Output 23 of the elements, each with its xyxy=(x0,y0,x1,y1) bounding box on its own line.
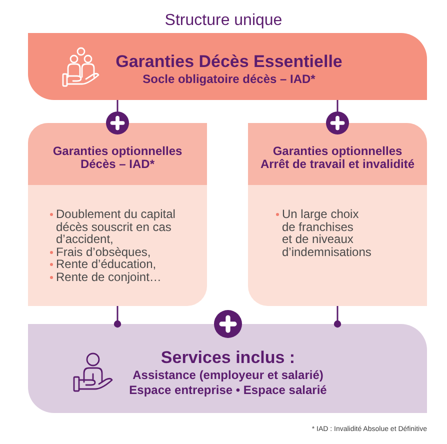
banner-subtitle: Socle obligatoire décès – IAD* xyxy=(142,72,316,87)
panel-text: Espace entreprise • Espace salarié xyxy=(129,383,327,398)
card-title: Garanties optionnelles xyxy=(52,144,182,158)
panel-title: Services inclus : xyxy=(160,348,296,368)
card-subtitle: Décès – IAD* xyxy=(80,158,155,172)
list-item-text: Rente d’éducation, xyxy=(56,258,158,270)
list-item-text: Un large choix de franchises et de niveaux d’indemnisations xyxy=(282,208,372,258)
card-subtitle: Arrêt de travail et invalidité xyxy=(260,158,415,172)
panel-text: Assistance (employeur et salarié) xyxy=(132,368,324,383)
option-card xyxy=(248,123,427,306)
list-item-text: Doublement du capital décès souscrit en cas d’accident, xyxy=(56,208,176,246)
banner-title: Garanties Décès Essentielle xyxy=(116,52,342,72)
list-item-text: Rente de conjoint… xyxy=(56,270,162,283)
list-item-text: Frais d’obsèques, xyxy=(56,246,152,258)
dot-connector xyxy=(114,306,122,328)
card-title: Garanties optionnelles xyxy=(272,144,402,158)
plus-connector xyxy=(104,100,131,136)
services-panel xyxy=(28,324,427,413)
plus-connector xyxy=(324,100,351,136)
dot-connector xyxy=(334,306,342,328)
diagram-title: Structure unique xyxy=(164,11,282,30)
option-card xyxy=(28,123,207,306)
banner-box xyxy=(28,33,427,100)
